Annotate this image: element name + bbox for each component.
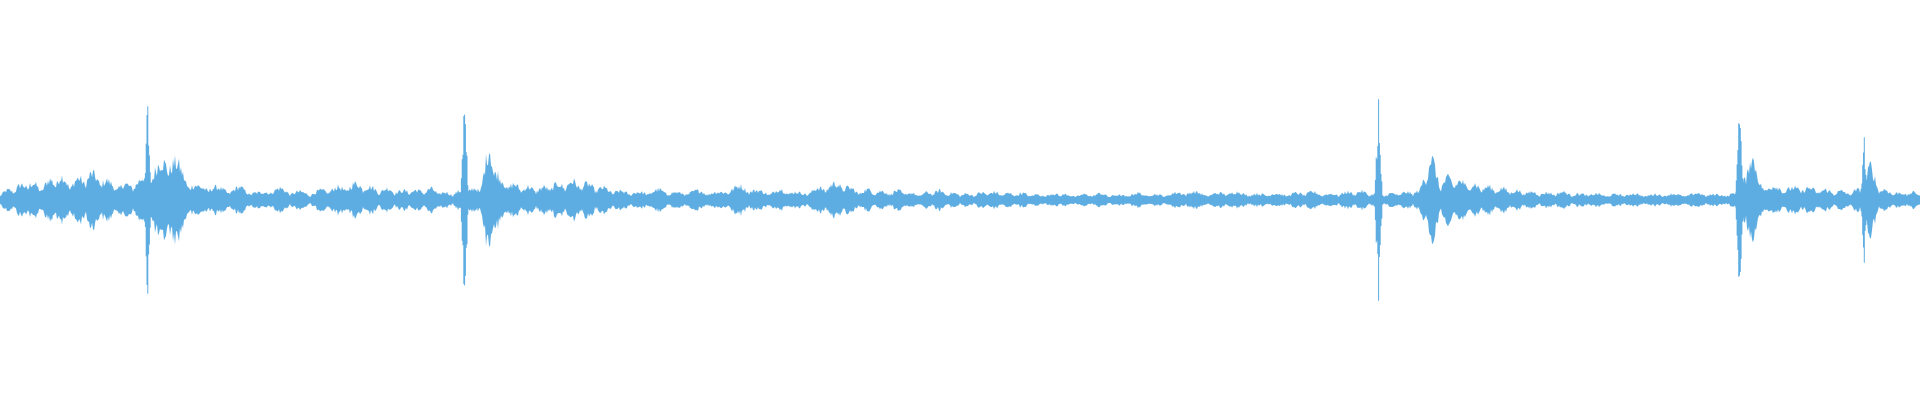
waveform-spike-2 [1374,99,1383,301]
waveform-spike-4 [1860,137,1868,263]
waveform-spike-0 [144,106,152,294]
waveform-spike-1 [460,114,469,286]
waveform-spike-3 [1735,123,1744,277]
waveform-body [0,153,1920,247]
waveform-transients [144,99,1868,301]
